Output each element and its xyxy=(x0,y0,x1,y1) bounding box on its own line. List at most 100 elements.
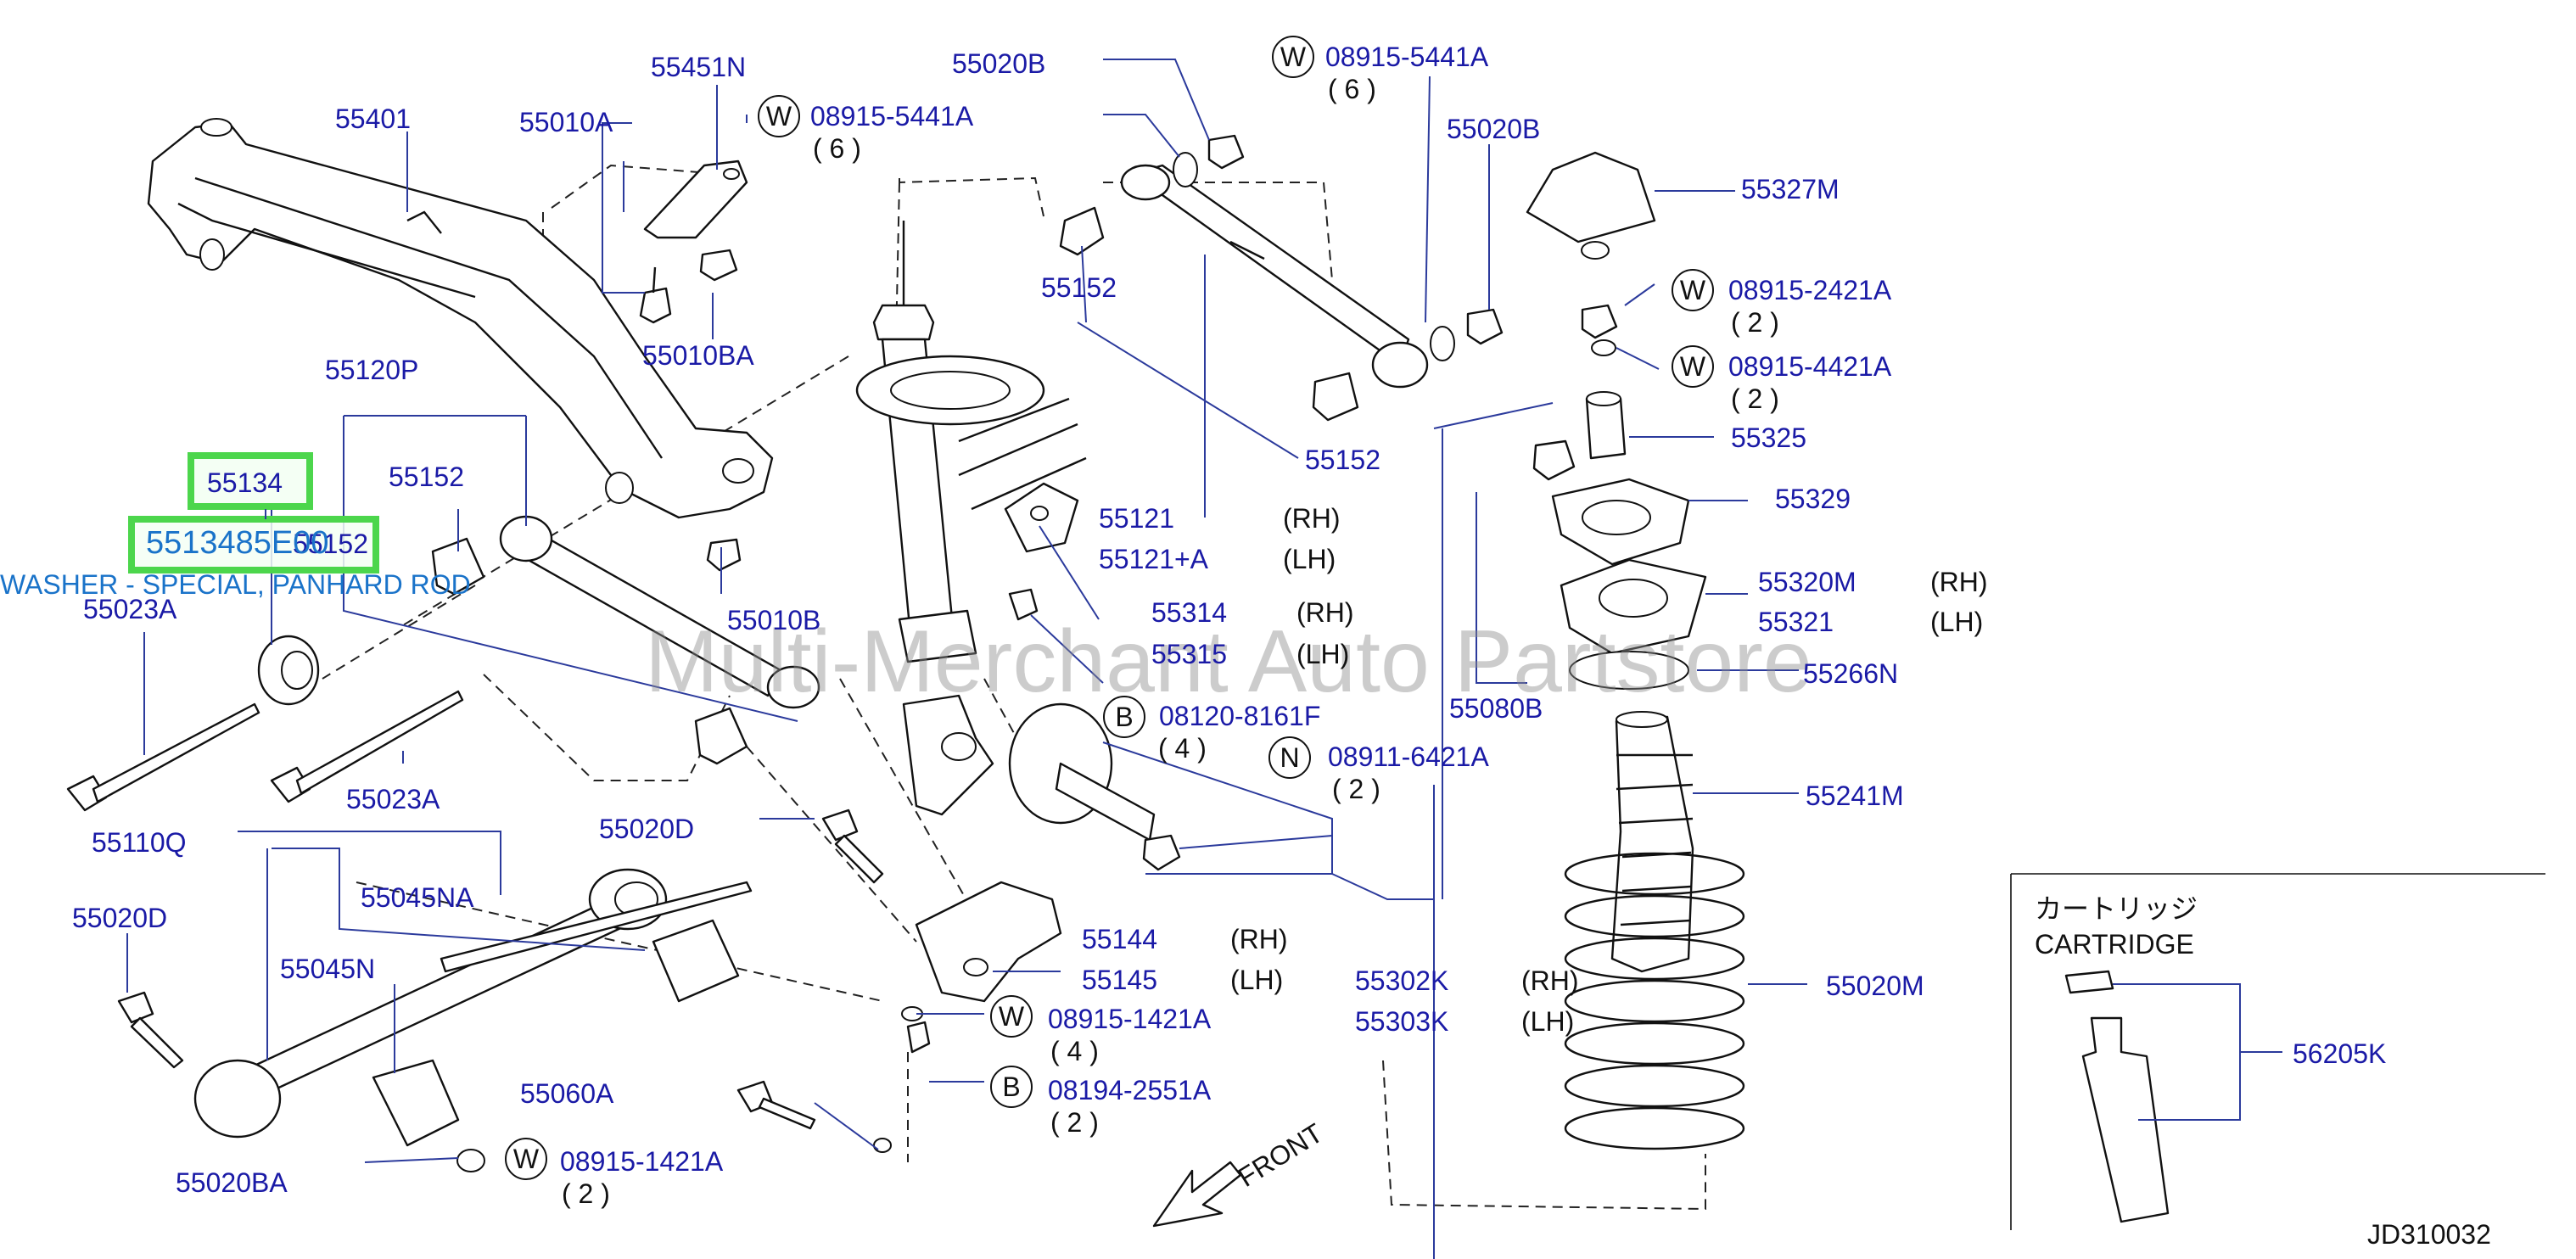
upper-link-55121 xyxy=(1059,164,1429,422)
label-55020BA[interactable]: 55020BA xyxy=(176,1167,288,1198)
highlighted-part[interactable]: 55134 55152 5513485E00 WASHER - SPECIAL,… xyxy=(0,452,471,600)
label-55023A-b[interactable]: 55023A xyxy=(346,784,440,814)
label-08194-2551A[interactable]: 08194-2551A xyxy=(1048,1075,1212,1105)
label-08915-5441A-b[interactable]: 08915-5441A xyxy=(1325,42,1489,72)
label-55010A[interactable]: 55010A xyxy=(519,107,613,137)
washer-marker-6: W xyxy=(505,1138,547,1180)
bracket-55144 xyxy=(915,881,1062,1003)
bolts xyxy=(66,588,1181,1130)
plate-55314 xyxy=(1004,482,1079,553)
bolt-marker-2: B xyxy=(990,1066,1033,1108)
svg-text:W: W xyxy=(999,1001,1025,1032)
label-55321[interactable]: 55321 xyxy=(1758,607,1834,637)
label-55010BA[interactable]: 55010BA xyxy=(642,340,754,371)
label-55152-b[interactable]: 55152 xyxy=(1305,445,1380,475)
plate-55329 xyxy=(1551,478,1690,566)
washer-marker-2: W xyxy=(1272,36,1314,78)
washer-marker-3: W xyxy=(1672,269,1714,311)
washers-top xyxy=(1173,134,1618,481)
label-55152-c[interactable]: 55152 xyxy=(389,462,464,492)
label-55329[interactable]: 55329 xyxy=(1775,484,1851,514)
qty-2-b: ( 2 ) xyxy=(1731,383,1779,414)
shock-absorber xyxy=(855,221,1156,842)
side-rh-4: (RH) xyxy=(1230,924,1288,954)
qty-2-d: ( 2 ) xyxy=(1050,1107,1099,1138)
washer-marker-4: W xyxy=(1672,345,1714,388)
label-55023A-a[interactable]: 55023A xyxy=(83,594,177,624)
label-56205K[interactable]: 56205K xyxy=(2293,1038,2386,1069)
label-55120P[interactable]: 55120P xyxy=(325,355,418,385)
svg-text:B: B xyxy=(1115,702,1133,732)
side-lh-4: (LH) xyxy=(1230,965,1283,995)
mount-55327M xyxy=(1526,151,1656,260)
label-55020M[interactable]: 55020M xyxy=(1826,971,1924,1001)
label-55060A[interactable]: 55060A xyxy=(520,1078,614,1109)
side-rh-5: (RH) xyxy=(1521,965,1579,996)
watermark: Multi-Merchant Auto Partstore xyxy=(645,613,1812,711)
svg-text:W: W xyxy=(1680,275,1706,305)
leader-lines xyxy=(126,59,2282,1259)
label-55020B-right[interactable]: 55020B xyxy=(1447,114,1540,144)
part-labels: 55401 55010A 55451N 08915-5441A ( 6 ) 55… xyxy=(72,42,2386,1209)
side-lh-1: (LH) xyxy=(1283,544,1336,574)
label-55020D-b[interactable]: 55020D xyxy=(72,903,167,933)
side-lh-5: (LH) xyxy=(1521,1006,1574,1037)
label-55110Q[interactable]: 55110Q xyxy=(92,827,187,858)
side-lh-2: (LH) xyxy=(1296,639,1349,669)
bracket-55451N xyxy=(639,159,748,324)
label-55315[interactable]: 55315 xyxy=(1151,639,1227,669)
cartridge-en-label: CARTRIDGE xyxy=(2035,929,2194,960)
highlight-overlapped-label: 55152 xyxy=(293,529,368,559)
bolt-marker-1: B xyxy=(1103,696,1145,738)
front-label: FRONT xyxy=(1233,1117,1329,1193)
label-55010B[interactable]: 55010B xyxy=(727,605,820,635)
qty-4-b: ( 4 ) xyxy=(1050,1036,1099,1066)
label-08915-2421A[interactable]: 08915-2421A xyxy=(1728,275,1892,305)
label-55302K[interactable]: 55302K xyxy=(1355,965,1448,996)
label-55020D-a[interactable]: 55020D xyxy=(599,814,694,844)
side-rh-2: (RH) xyxy=(1296,597,1354,628)
label-55121A[interactable]: 55121+A xyxy=(1099,544,1209,574)
front-arrow xyxy=(1152,1161,1242,1228)
label-55080B[interactable]: 55080B xyxy=(1449,693,1543,724)
label-08915-1421A-a[interactable]: 08915-1421A xyxy=(1048,1004,1212,1034)
highlight-description: WASHER - SPECIAL, PANHARD ROD xyxy=(0,569,471,600)
nut-marker-1: N xyxy=(1268,736,1311,779)
highlight-full-number: 5513485E00 xyxy=(146,525,329,561)
washer-marker-5: W xyxy=(990,995,1033,1038)
label-08911-6421A[interactable]: 08911-6421A xyxy=(1328,741,1489,772)
spring-seat-55320M xyxy=(1560,558,1707,690)
spacer-55325 xyxy=(1585,339,1627,460)
label-08915-5441A-a[interactable]: 08915-5441A xyxy=(810,101,974,131)
label-55152-a[interactable]: 55152 xyxy=(1041,272,1117,303)
label-55320M[interactable]: 55320M xyxy=(1758,567,1856,597)
label-55241M[interactable]: 55241M xyxy=(1806,781,1904,811)
qty-4-a: ( 4 ) xyxy=(1158,733,1207,764)
cartridge-box xyxy=(2010,873,2545,1230)
svg-text:B: B xyxy=(1002,1072,1020,1102)
label-55303K[interactable]: 55303K xyxy=(1355,1006,1448,1037)
label-08915-4421A[interactable]: 08915-4421A xyxy=(1728,351,1892,382)
label-55401[interactable]: 55401 xyxy=(335,104,411,134)
label-08120-8161F[interactable]: 08120-8161F xyxy=(1159,701,1320,731)
label-08915-1421A-b[interactable]: 08915-1421A xyxy=(560,1146,724,1177)
label-55020B-top[interactable]: 55020B xyxy=(952,48,1045,79)
label-55327M[interactable]: 55327M xyxy=(1741,174,1840,204)
svg-text:N: N xyxy=(1280,742,1299,773)
highlight-part-number: 55134 xyxy=(207,467,283,498)
qty-2-a: ( 2 ) xyxy=(1731,307,1779,338)
highlight-box-full-number[interactable] xyxy=(128,516,379,574)
label-55325[interactable]: 55325 xyxy=(1731,422,1806,453)
label-55451N[interactable]: 55451N xyxy=(651,52,746,82)
label-55045N[interactable]: 55045N xyxy=(280,954,375,984)
label-55145[interactable]: 55145 xyxy=(1082,965,1157,995)
bumper-55241M xyxy=(1610,711,1694,973)
label-55144[interactable]: 55144 xyxy=(1082,924,1157,954)
label-55266N[interactable]: 55266N xyxy=(1803,658,1898,689)
highlight-box-part-number[interactable] xyxy=(188,452,313,510)
label-55121[interactable]: 55121 xyxy=(1099,503,1174,534)
svg-text:W: W xyxy=(1280,42,1307,72)
label-55314[interactable]: 55314 xyxy=(1151,597,1227,628)
label-55045NA[interactable]: 55045NA xyxy=(361,882,474,913)
